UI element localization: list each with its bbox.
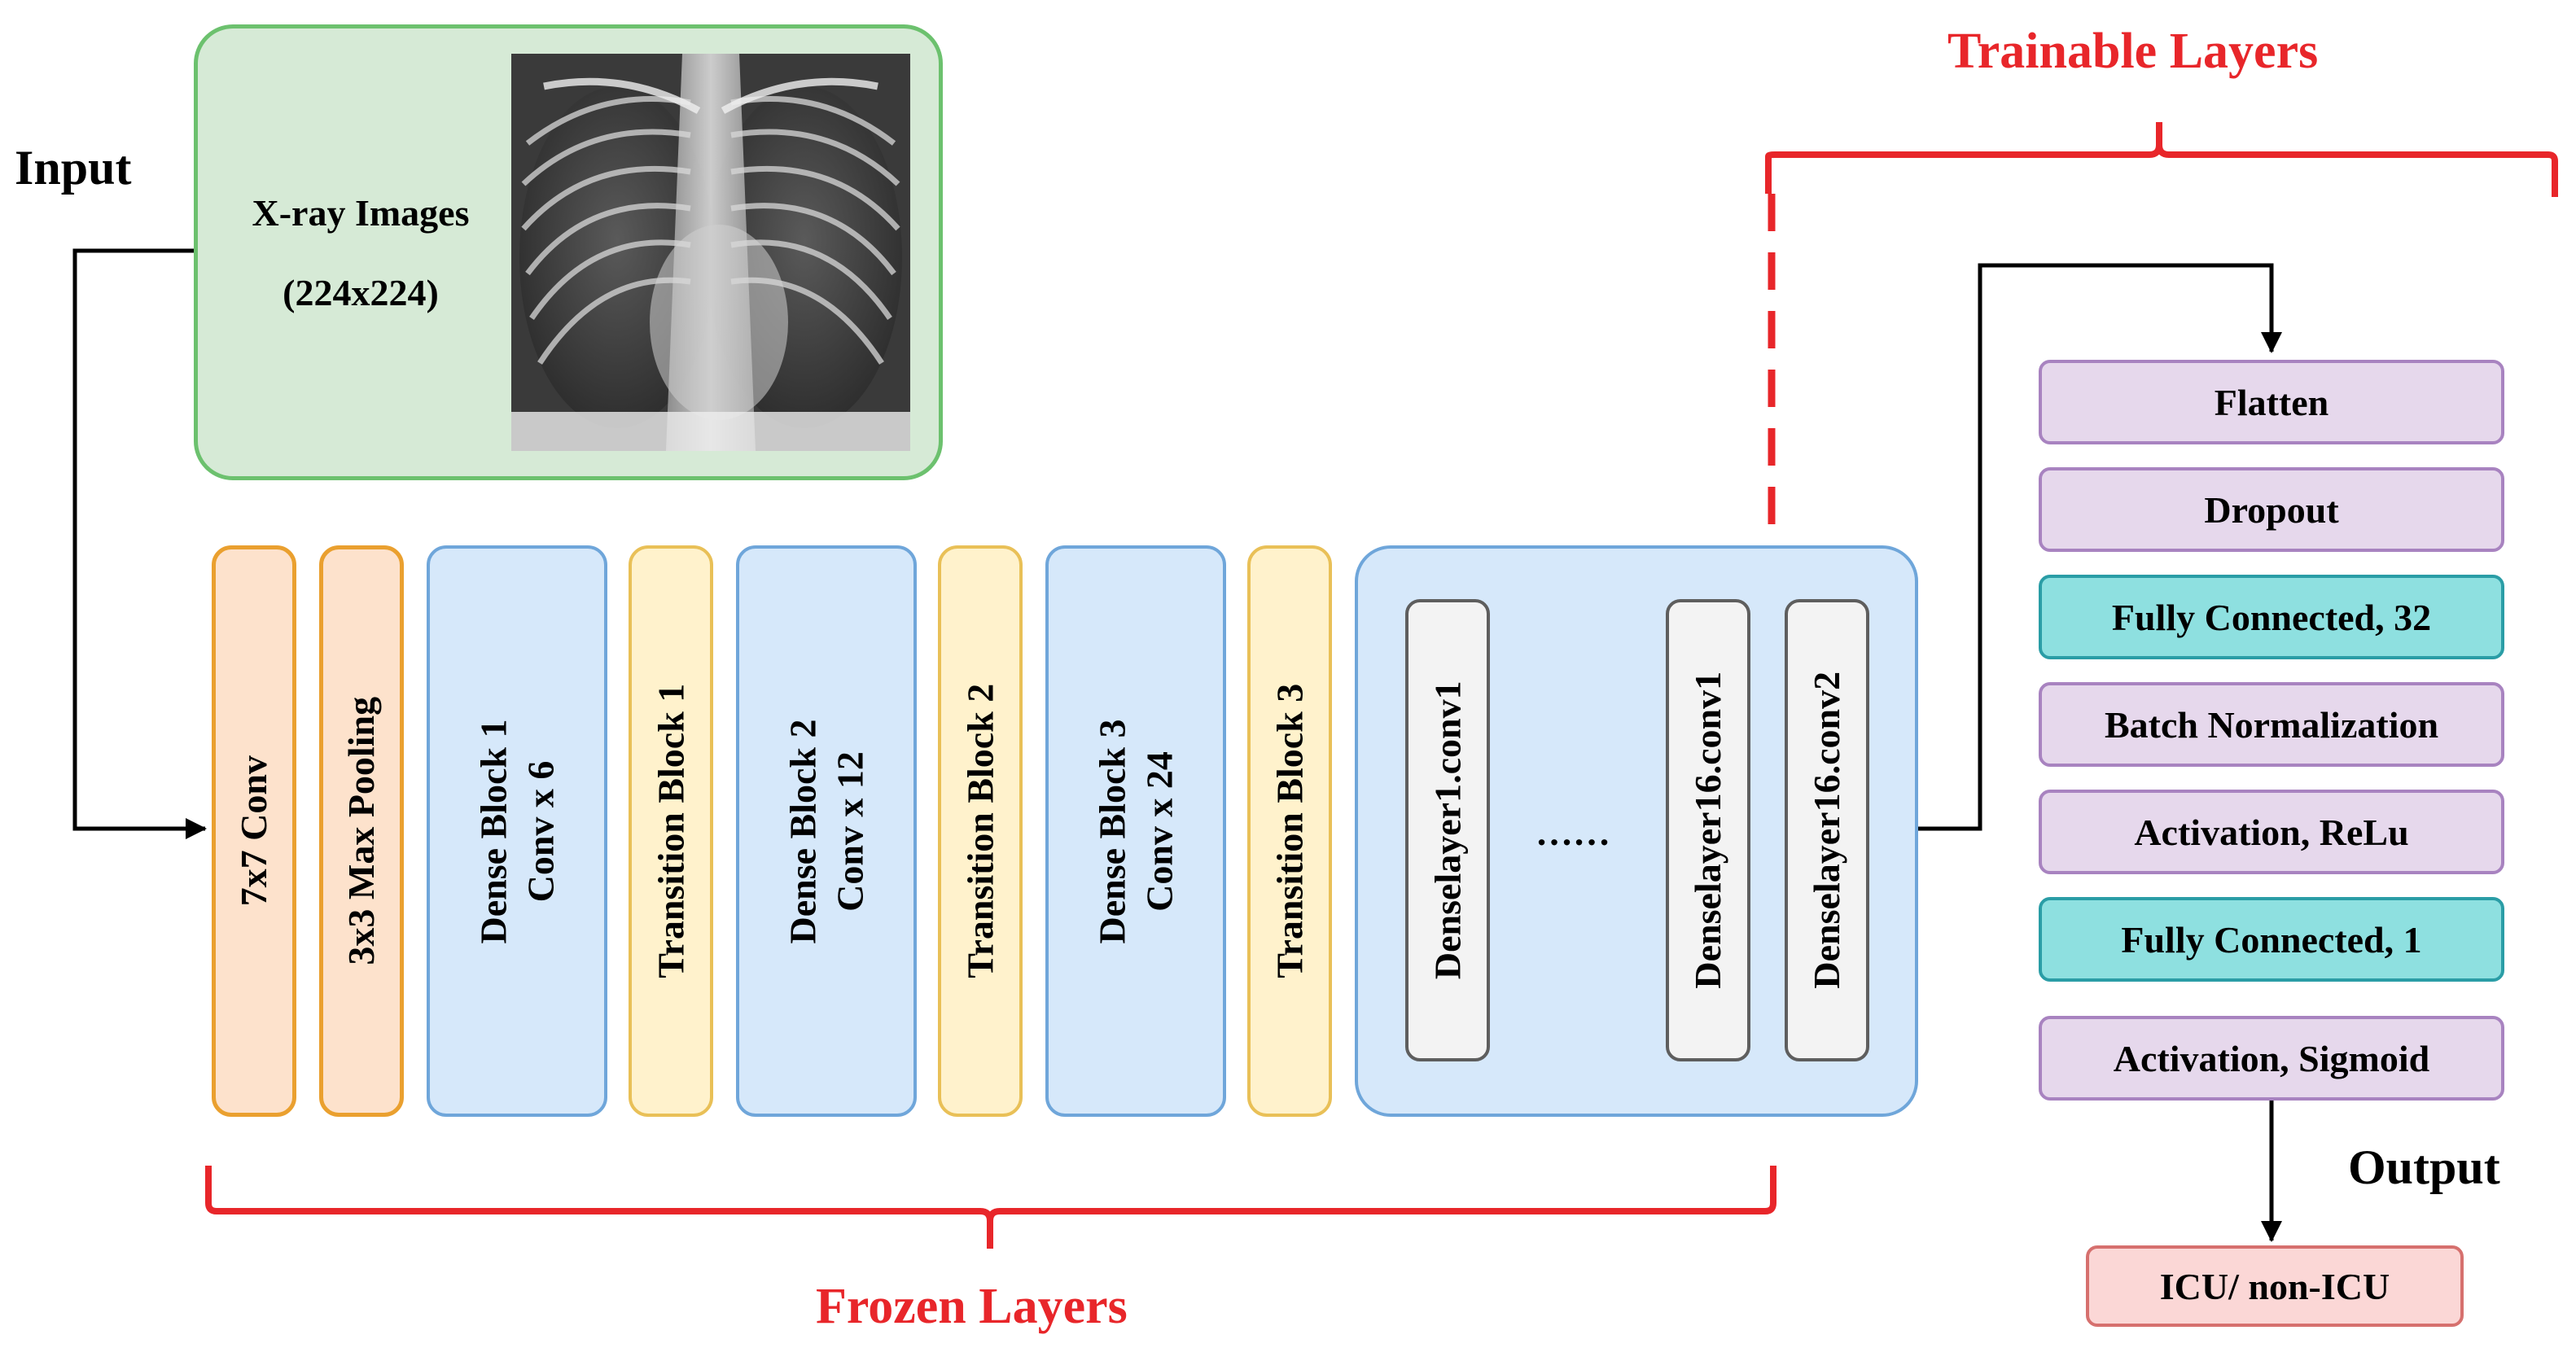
dense-block-1-detail: Conv x 6 [519,760,561,902]
xray-caption-line2: (224x224) [283,272,439,313]
maxpool-label: 3x3 Max Pooling [340,697,383,965]
transition-block-1-label: Transition Block 1 [650,683,692,979]
denselayer16-conv1-block: Denselayer16.conv1 [1666,599,1750,1061]
transition-block-3-label: Transition Block 3 [1268,683,1311,979]
flatten-layer: Flatten [2039,360,2504,444]
transition-block-2-label: Transition Block 2 [959,683,1001,979]
activation-sigmoid-layer: Activation, Sigmoid [2039,1016,2504,1101]
conv7x7-block: 7x7 Conv [212,545,296,1117]
output-label: Output [2348,1140,2500,1194]
denselayer16-conv1-label: Denselayer16.conv1 [1687,672,1729,989]
activation-relu-layer: Activation, ReLu [2039,790,2504,874]
output-class-box: ICU/ non-ICU [2086,1245,2464,1327]
input-label: Input [15,141,132,195]
chest-xray-image [511,54,910,451]
transition-block-1: Transition Block 1 [629,545,713,1117]
denselayer1-conv1-block: Denselayer1.conv1 [1405,599,1490,1061]
conv7x7-label: 7x7 Conv [233,755,275,907]
dense-block-3-detail: Conv x 24 [1138,751,1180,912]
dense-block-2-detail: Conv x 12 [829,751,870,912]
dense-block-1-title: Dense Block 1 [472,719,515,943]
transition-block-2: Transition Block 2 [938,545,1023,1117]
trainable-bracket [1765,122,2558,197]
dense-block-2-title: Dense Block 2 [782,719,824,943]
denselayer16-conv2-label: Denselayer16.conv2 [1806,672,1848,989]
dense-block-1: Dense Block 1 Conv x 6 [427,545,607,1117]
feature-connector-arrow [1918,263,2282,831]
fully-connected-32-layer: Fully Connected, 32 [2039,575,2504,659]
dense-block-3-title: Dense Block 3 [1091,719,1133,943]
dense-block-2: Dense Block 2 Conv x 12 [736,545,917,1117]
fully-connected-1-layer: Fully Connected, 1 [2039,897,2504,982]
xray-caption-line1: X-ray Images [252,192,470,234]
frozen-layers-title: Frozen Layers [816,1279,1128,1334]
input-connector-arrow [72,248,207,839]
batch-normalization-layer: Batch Normalization [2039,682,2504,767]
layers-ellipsis: …… [1536,812,1610,853]
trainable-layers-title: Trainable Layers [1947,24,2319,79]
transition-block-3: Transition Block 3 [1247,545,1332,1117]
denselayer16-conv2-block: Denselayer16.conv2 [1785,599,1869,1061]
frozen-bracket [205,1166,1776,1249]
dropout-layer: Dropout [2039,467,2504,552]
denselayer1-conv1-label: Denselayer1.conv1 [1426,680,1469,980]
dense-block-3: Dense Block 3 Conv x 24 [1045,545,1226,1117]
maxpool-block: 3x3 Max Pooling [319,545,404,1117]
